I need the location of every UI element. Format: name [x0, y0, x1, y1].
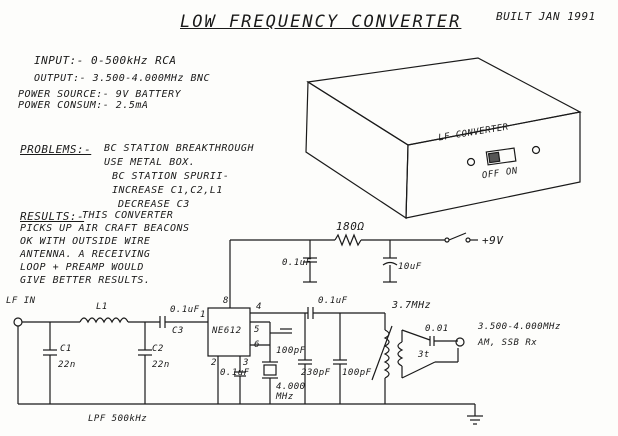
- problems-heading: PROBLEMS:-: [20, 143, 92, 156]
- lf-in-label: LF IN: [6, 296, 36, 306]
- receiver-label: AM, SSB Rx: [478, 338, 538, 348]
- pin-label: 6: [254, 340, 260, 350]
- results-line: ANTENNA. A RECEIVING: [20, 249, 151, 260]
- pin-label: 2: [211, 358, 217, 368]
- coupling-cap-label: 0.01: [425, 324, 449, 334]
- pin-label: 3: [243, 358, 249, 368]
- pin-label: 4: [256, 302, 262, 312]
- cap-230p-label: 230pF: [301, 368, 331, 378]
- c1-name-label: C1: [60, 344, 72, 354]
- problems-line: BC STATION BREAKTHROUGH: [104, 143, 254, 154]
- problems-line: DECREASE C3: [118, 199, 190, 210]
- pin-label: 8: [223, 296, 229, 306]
- cap-100p-second-label: 100pF: [342, 368, 372, 378]
- results-line: THIS CONVERTER: [82, 210, 174, 221]
- supply-voltage-label: +9V: [482, 234, 504, 247]
- c2-value-label: 22n: [152, 360, 170, 370]
- pin-label: 1: [200, 310, 206, 320]
- spec-output: OUTPUT:- 3.500-4.000MHz BNC: [34, 73, 211, 84]
- cap-100p-label: 100pF: [276, 346, 306, 356]
- supply-electrolytic-label: 10uF: [398, 262, 422, 272]
- c2-name-label: C2: [152, 344, 164, 354]
- spec-power-source: POWER SOURCE:- 9V BATTERY: [18, 89, 182, 100]
- problems-line: INCREASE C1,C2,L1: [112, 185, 223, 196]
- ic-label: NE612: [212, 326, 242, 336]
- output-frequency-label: 3.500-4.000MHz: [478, 322, 561, 332]
- c1-value-label: 22n: [58, 360, 76, 370]
- page-title: LOW FREQUENCY CONVERTER: [180, 12, 462, 32]
- problems-line: BC STATION SPURII-: [112, 171, 230, 182]
- problems-line: USE METAL BOX.: [104, 157, 196, 168]
- results-line: OK WITH OUTSIDE WIRE: [20, 236, 151, 247]
- supply-cap-label: 0.1uF: [282, 258, 312, 268]
- results-line: PICKS UP AIR CRAFT BEACONS: [20, 223, 190, 234]
- pin3-cap-label: 0.1uF: [220, 368, 250, 378]
- build-date: BUILT JAN 1991: [496, 10, 596, 23]
- resistor-label: 180Ω: [336, 220, 365, 233]
- coil-frequency-label: 3.7MHz: [392, 300, 432, 311]
- l1-label: L1: [96, 302, 108, 312]
- spec-input: INPUT:- 0-500kHz RCA: [34, 54, 177, 67]
- c3-value-label: 0.1uF: [170, 305, 200, 315]
- lpf-label: LPF 500kHz: [88, 414, 148, 424]
- pin-label: 5: [254, 325, 260, 335]
- results-line: LOOP + PREAMP WOULD: [20, 262, 144, 273]
- c3-name-label: C3: [172, 326, 184, 336]
- results-heading: RESULTS:-: [20, 210, 85, 223]
- results-line: GIVE BETTER RESULTS.: [20, 275, 151, 286]
- spec-power-consume: POWER CONSUM:- 2.5mA: [18, 100, 149, 111]
- crystal-label: 4.000 MHz: [276, 382, 306, 402]
- turns-label: 3t: [418, 350, 430, 360]
- output-cap-label: 0.1uF: [318, 296, 348, 306]
